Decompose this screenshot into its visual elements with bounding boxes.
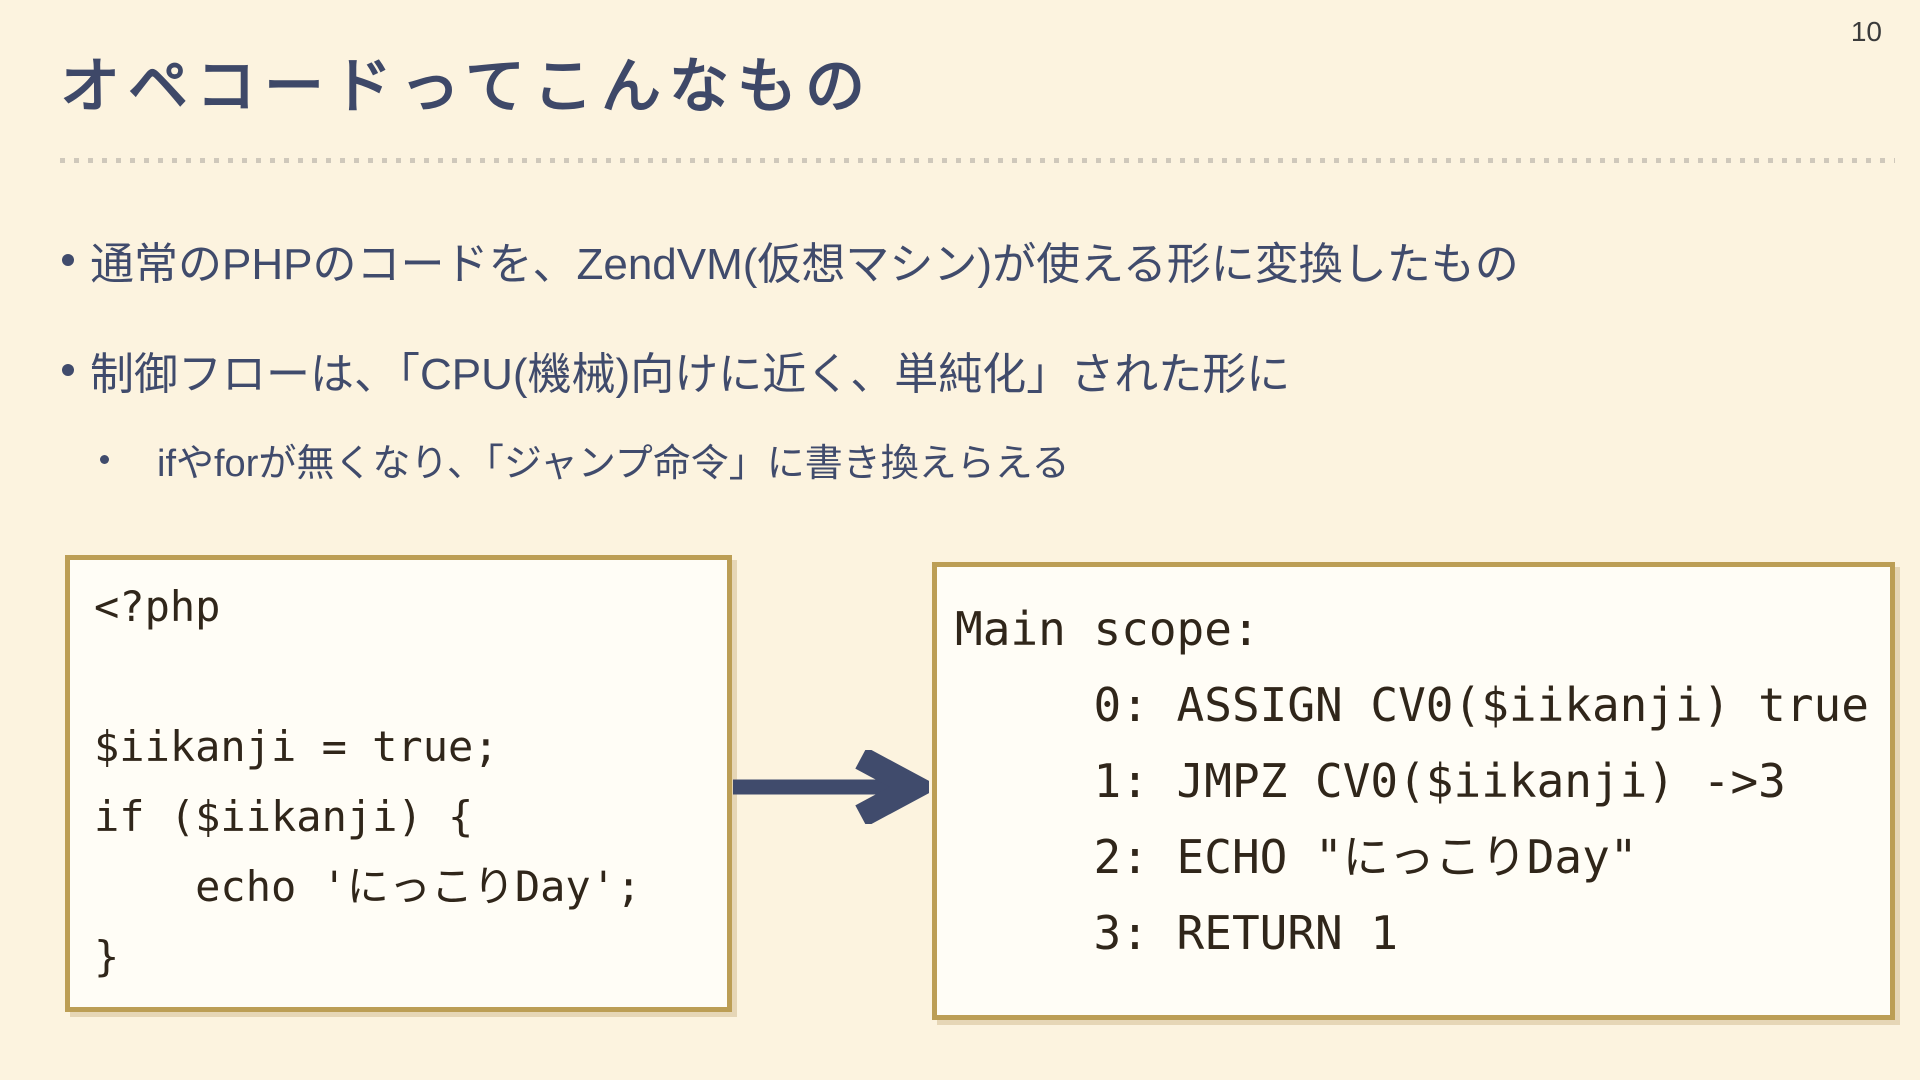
sub-bullet-item-1: ifやforが無くなり、「ジャンプ命令」に書き換えらえる bbox=[100, 432, 1070, 487]
sub-bullet-text: ifやforが無くなり、「ジャンプ命令」に書き換えらえる bbox=[157, 443, 1070, 485]
php-code: <?php $iikanji = true; if ($iikanji) { e… bbox=[94, 582, 642, 981]
sub-bullet-marker-icon bbox=[100, 455, 109, 464]
php-code-box: <?php $iikanji = true; if ($iikanji) { e… bbox=[65, 555, 732, 1012]
bullet-item-1: 通常のPHPのコードを、ZendVM(仮想マシン)が使える形に変換したもの bbox=[62, 228, 1519, 292]
opcode-code: Main scope: 0: ASSIGN CV0($iikanji) true… bbox=[955, 602, 1869, 960]
page-number: 10 bbox=[1850, 16, 1882, 47]
bullet-marker-icon bbox=[62, 254, 74, 266]
bullet-marker-icon bbox=[62, 364, 74, 376]
bullet-text: 制御フローは、「CPU(機械)向けに近く、単純化」された形に bbox=[90, 350, 1291, 399]
opcode-box: Main scope: 0: ASSIGN CV0($iikanji) true… bbox=[932, 562, 1895, 1020]
bullet-item-2: 制御フローは、「CPU(機械)向けに近く、単純化」された形に bbox=[62, 338, 1290, 402]
right-arrow-icon bbox=[733, 750, 929, 824]
slide-title: オペコードってこんなもの bbox=[60, 53, 873, 120]
bullet-text: 通常のPHPのコードを、ZendVM(仮想マシン)が使える形に変換したもの bbox=[90, 240, 1519, 289]
title-divider bbox=[60, 158, 1895, 163]
